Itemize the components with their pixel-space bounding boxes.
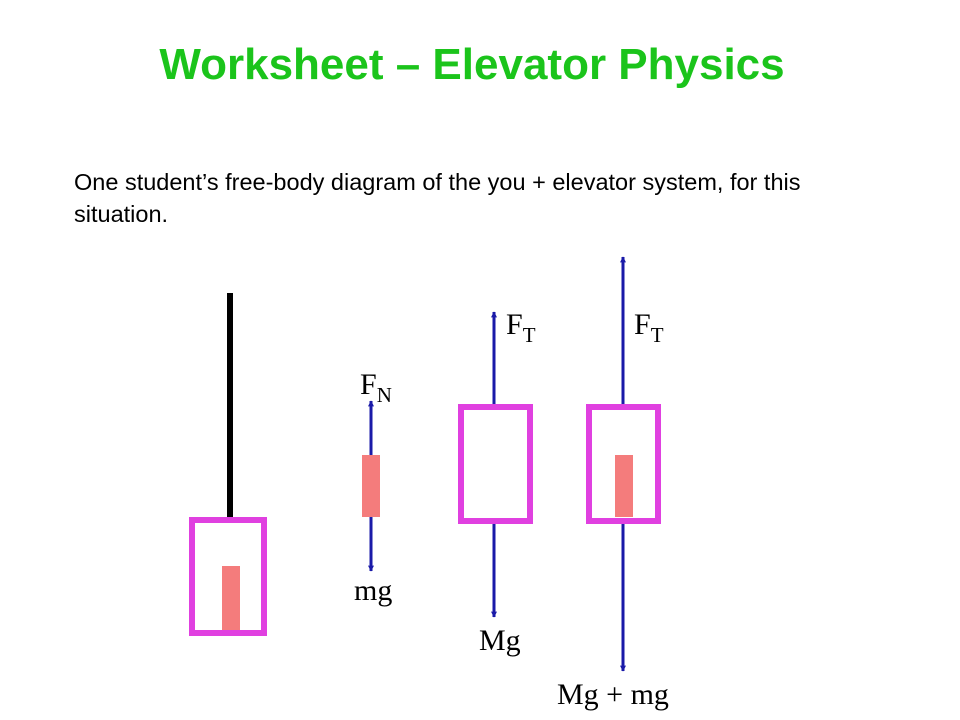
elevator-block <box>458 404 533 524</box>
normal-force-label: FN <box>360 368 392 407</box>
system-weight-label: Mg + mg <box>557 678 669 711</box>
person-block <box>362 455 380 517</box>
elevator-weight-label: Mg <box>479 624 521 657</box>
system-block <box>586 404 661 524</box>
elevator-box <box>189 517 267 636</box>
elevator-illustration <box>189 293 267 636</box>
system-tension-label: FT <box>634 308 664 347</box>
elevator-tension-label: FT <box>506 308 536 347</box>
person-figure <box>222 566 240 630</box>
person-fbd: FN mg <box>354 368 392 607</box>
page-title: Worksheet – Elevator Physics <box>159 40 785 89</box>
system-fbd: FT Mg + mg <box>557 256 669 711</box>
person-weight-label: mg <box>354 574 392 607</box>
elevator-fbd: FT Mg <box>458 308 536 657</box>
diagram-description: One student’s free-body diagram of the y… <box>74 169 801 227</box>
system-person-block <box>615 455 633 517</box>
